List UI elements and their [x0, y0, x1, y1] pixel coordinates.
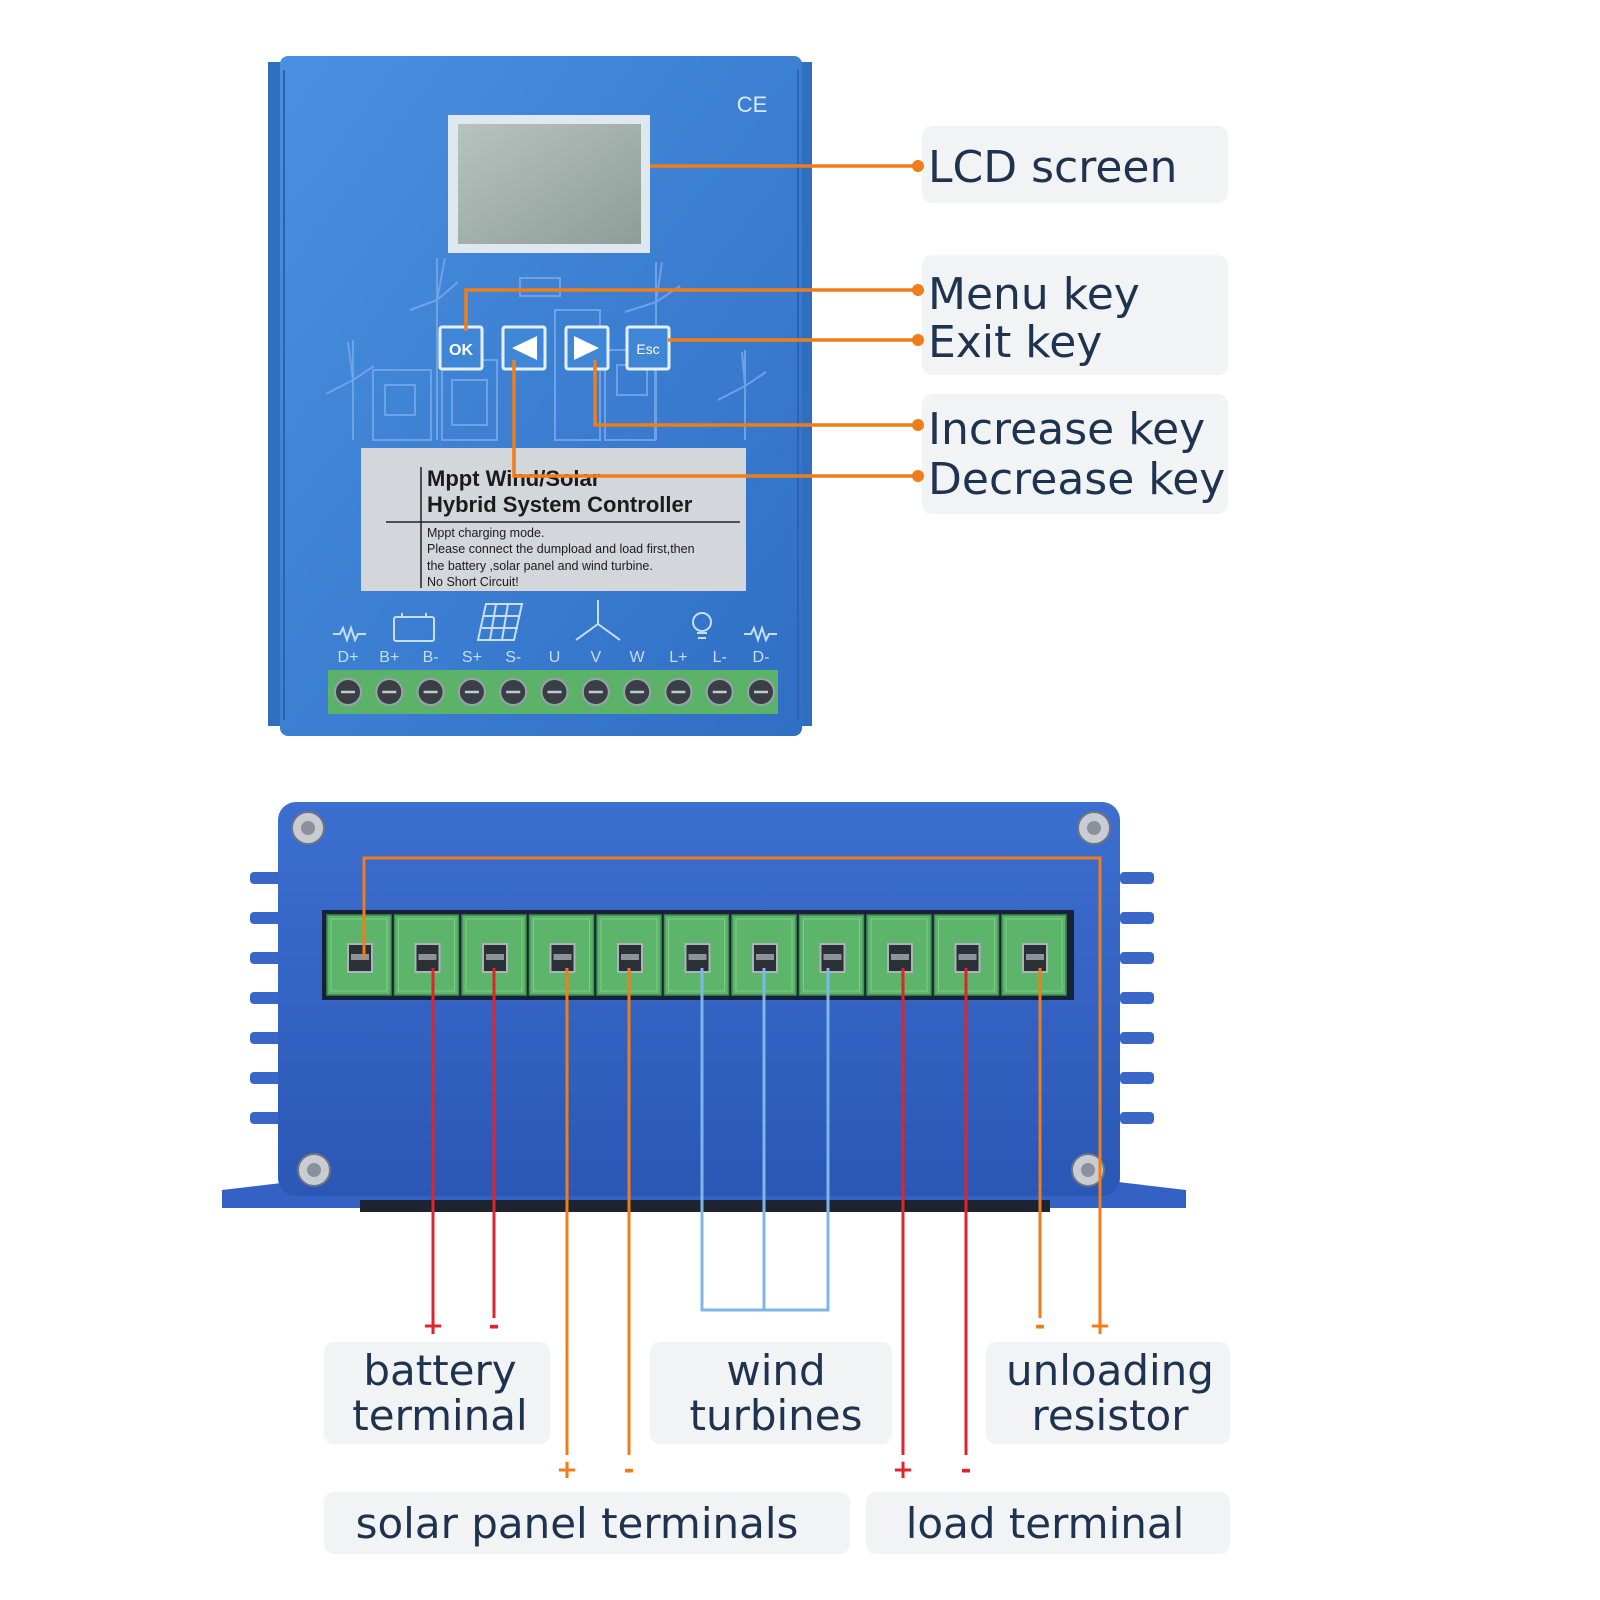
leader-dump-plus: [362, 856, 1102, 1318]
terminal-screw[interactable]: [747, 678, 775, 706]
callout-box-battery: [324, 1342, 550, 1444]
wind-turbine-icon: [575, 600, 621, 641]
solar-label: solar panel terminals: [356, 1499, 799, 1548]
terminal-screw[interactable]: [581, 678, 610, 706]
ce-mark: CE: [737, 92, 768, 117]
terminal-slot[interactable]: [461, 914, 527, 996]
callout-decrease-key: Decrease key: [928, 454, 1225, 505]
terminal-slot[interactable]: [798, 914, 865, 996]
callout-lcd-screen: LCD screen: [928, 142, 1177, 193]
battery-icon: [393, 616, 435, 642]
front-terminal-screws: [334, 678, 775, 706]
terminal-label: U: [549, 649, 561, 666]
terminal-label-row: D+ B+ B- S+ S- U V W L+ L- D-: [338, 649, 770, 666]
front-view: CE OK Esc Mppt Wind/Solar Hybrid System …: [268, 56, 812, 736]
callout-box-load: [866, 1492, 1230, 1554]
terminal-slot[interactable]: [393, 914, 460, 996]
solar-minus-mark: -: [624, 1455, 635, 1485]
load-label: load terminal: [906, 1499, 1185, 1548]
terminal-screw[interactable]: [540, 678, 569, 706]
battery-label-line1: battery: [363, 1346, 516, 1395]
callout-box-lcd: [922, 126, 1228, 203]
callout-box-wind: [650, 1342, 892, 1444]
side-fins: [250, 872, 1154, 1124]
terminal-slot[interactable]: [866, 914, 932, 996]
solar-panel-icon: [476, 603, 524, 641]
left-arrow-icon: [512, 336, 537, 360]
callout-box-arrows: [922, 394, 1228, 514]
terminal-screw[interactable]: [499, 678, 528, 706]
terminal-screw[interactable]: [664, 678, 693, 706]
callout-exit-key: Exit key: [928, 317, 1102, 368]
load-plus-mark: +: [892, 1455, 914, 1485]
label-note: Mppt charging mode.: [427, 526, 544, 540]
terminal-label: L-: [713, 649, 727, 666]
resistor-icon: [744, 624, 777, 644]
callout-menu-key: Menu key: [928, 269, 1140, 320]
terminal-screw[interactable]: [334, 678, 362, 706]
lamp-icon: [692, 612, 712, 632]
battery-label-line2: terminal: [352, 1391, 527, 1440]
terminal-screw[interactable]: [375, 678, 404, 706]
resistor-icon: [333, 624, 366, 644]
terminal-label: L+: [669, 649, 687, 666]
terminal-label: V: [590, 649, 601, 666]
esc-button-label: Esc: [636, 341, 659, 357]
callout-box-keys: [922, 255, 1228, 375]
leader-increase: [593, 360, 918, 427]
bottom-leader-lines: [362, 856, 1102, 1455]
label-note: Please connect the dumpload and load fir…: [427, 542, 695, 556]
decrease-button[interactable]: [501, 325, 547, 371]
unloading-label-line1: unloading: [1006, 1346, 1214, 1395]
terminal-screw[interactable]: [416, 678, 445, 706]
corner-screws: [291, 811, 1111, 1187]
front-leader-lines: [464, 164, 918, 478]
terminal-screw[interactable]: [623, 678, 652, 706]
unloading-plus-mark: +: [1089, 1311, 1111, 1341]
lcd-screen: [458, 124, 641, 244]
increase-button[interactable]: [564, 325, 610, 371]
base-shadow: [360, 1200, 1050, 1212]
esc-button[interactable]: Esc: [625, 325, 671, 371]
terminal-label: S+: [462, 649, 482, 666]
terminal-view: [222, 802, 1186, 1212]
terminal-slot[interactable]: [528, 914, 595, 996]
leader-endpoints: [912, 160, 924, 482]
callout-box-solar: [324, 1492, 850, 1554]
terminal-label: D+: [338, 649, 359, 666]
label-note: the battery ,solar panel and wind turbin…: [427, 559, 653, 573]
terminal-block: [326, 914, 1067, 996]
leader-decrease: [512, 360, 918, 478]
terminal-label: S-: [505, 649, 521, 666]
callout-increase-key: Increase key: [928, 404, 1205, 455]
wind-label-line2: turbines: [689, 1391, 862, 1440]
solar-plus-mark: +: [556, 1455, 578, 1485]
terminal-screw[interactable]: [457, 678, 486, 706]
terminal-symbol-row: [333, 600, 777, 644]
ok-button-label: OK: [449, 342, 473, 359]
unloading-label-line2: resistor: [1031, 1391, 1189, 1440]
callout-box-unloading: [986, 1342, 1230, 1444]
unloading-minus-mark: -: [1035, 1311, 1046, 1341]
product-label: [361, 448, 746, 591]
ok-button[interactable]: OK: [438, 325, 484, 371]
load-minus-mark: -: [961, 1455, 972, 1485]
battery-plus-mark: +: [422, 1311, 444, 1341]
terminal-label: D-: [753, 649, 770, 666]
terminal-slot[interactable]: [326, 914, 392, 996]
battery-minus-mark: -: [489, 1311, 500, 1341]
right-arrow-icon: [574, 336, 599, 360]
terminal-slot[interactable]: [663, 914, 730, 996]
label-title-line2: Hybrid System Controller: [427, 492, 693, 517]
leader-menu: [464, 288, 918, 331]
terminal-screw[interactable]: [705, 678, 734, 706]
terminal-label: W: [630, 649, 646, 666]
wind-label-line1: wind: [726, 1346, 825, 1395]
label-note: No Short Circuit!: [427, 575, 519, 589]
terminal-label: B-: [423, 649, 439, 666]
terminal-slot[interactable]: [1001, 914, 1067, 996]
terminal-label: B+: [379, 649, 399, 666]
